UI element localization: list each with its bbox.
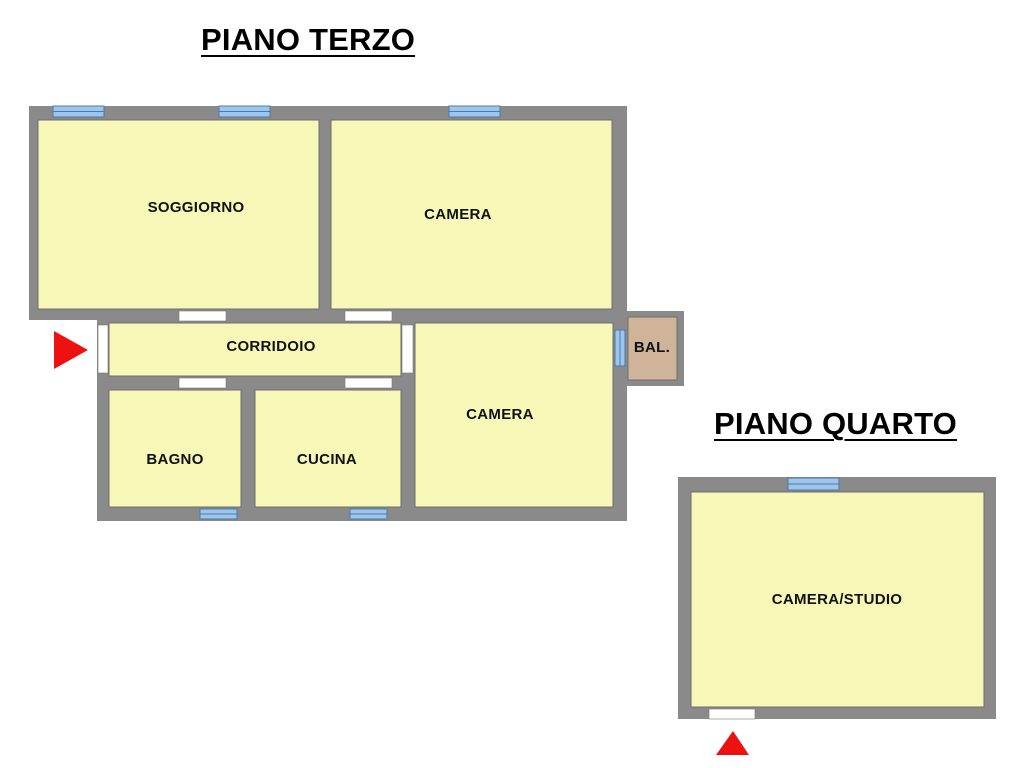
door xyxy=(178,310,227,322)
floor-title-piano-quarto: PIANO QUARTO xyxy=(714,406,957,441)
floor-title-piano-terzo: PIANO TERZO xyxy=(201,22,416,57)
room-bagno xyxy=(108,389,242,508)
label-bagno: BAGNO xyxy=(146,451,203,468)
label-corridoio: CORRIDOIO xyxy=(226,338,315,355)
label-cucina: CUCINA xyxy=(297,451,357,468)
room-cucina xyxy=(254,389,402,508)
entrance-arrow-icon xyxy=(716,731,749,755)
room-camera-right xyxy=(414,322,614,508)
plan-piano-terzo: SOGGIORNO CAMERA CORRIDOIO CAMERA BAGNO … xyxy=(29,105,684,521)
door-entrance xyxy=(97,324,109,374)
label-balcone: BAL. xyxy=(634,339,670,356)
label-camera-studio: CAMERA/STUDIO xyxy=(772,591,903,608)
door xyxy=(401,324,414,374)
door-entrance xyxy=(708,708,756,720)
room-camera-top xyxy=(330,119,613,310)
room-camera-studio xyxy=(690,491,985,708)
label-camera-right: CAMERA xyxy=(466,406,534,423)
label-soggiorno: SOGGIORNO xyxy=(148,199,245,216)
door xyxy=(344,310,393,322)
room-balcone xyxy=(627,316,678,381)
room-corridoio xyxy=(108,322,402,377)
plan-piano-quarto: CAMERA/STUDIO xyxy=(678,477,996,755)
door xyxy=(344,377,393,389)
door xyxy=(178,377,227,389)
entrance-arrow-icon xyxy=(54,331,88,369)
room-soggiorno xyxy=(37,119,320,310)
label-camera-top: CAMERA xyxy=(424,206,492,223)
